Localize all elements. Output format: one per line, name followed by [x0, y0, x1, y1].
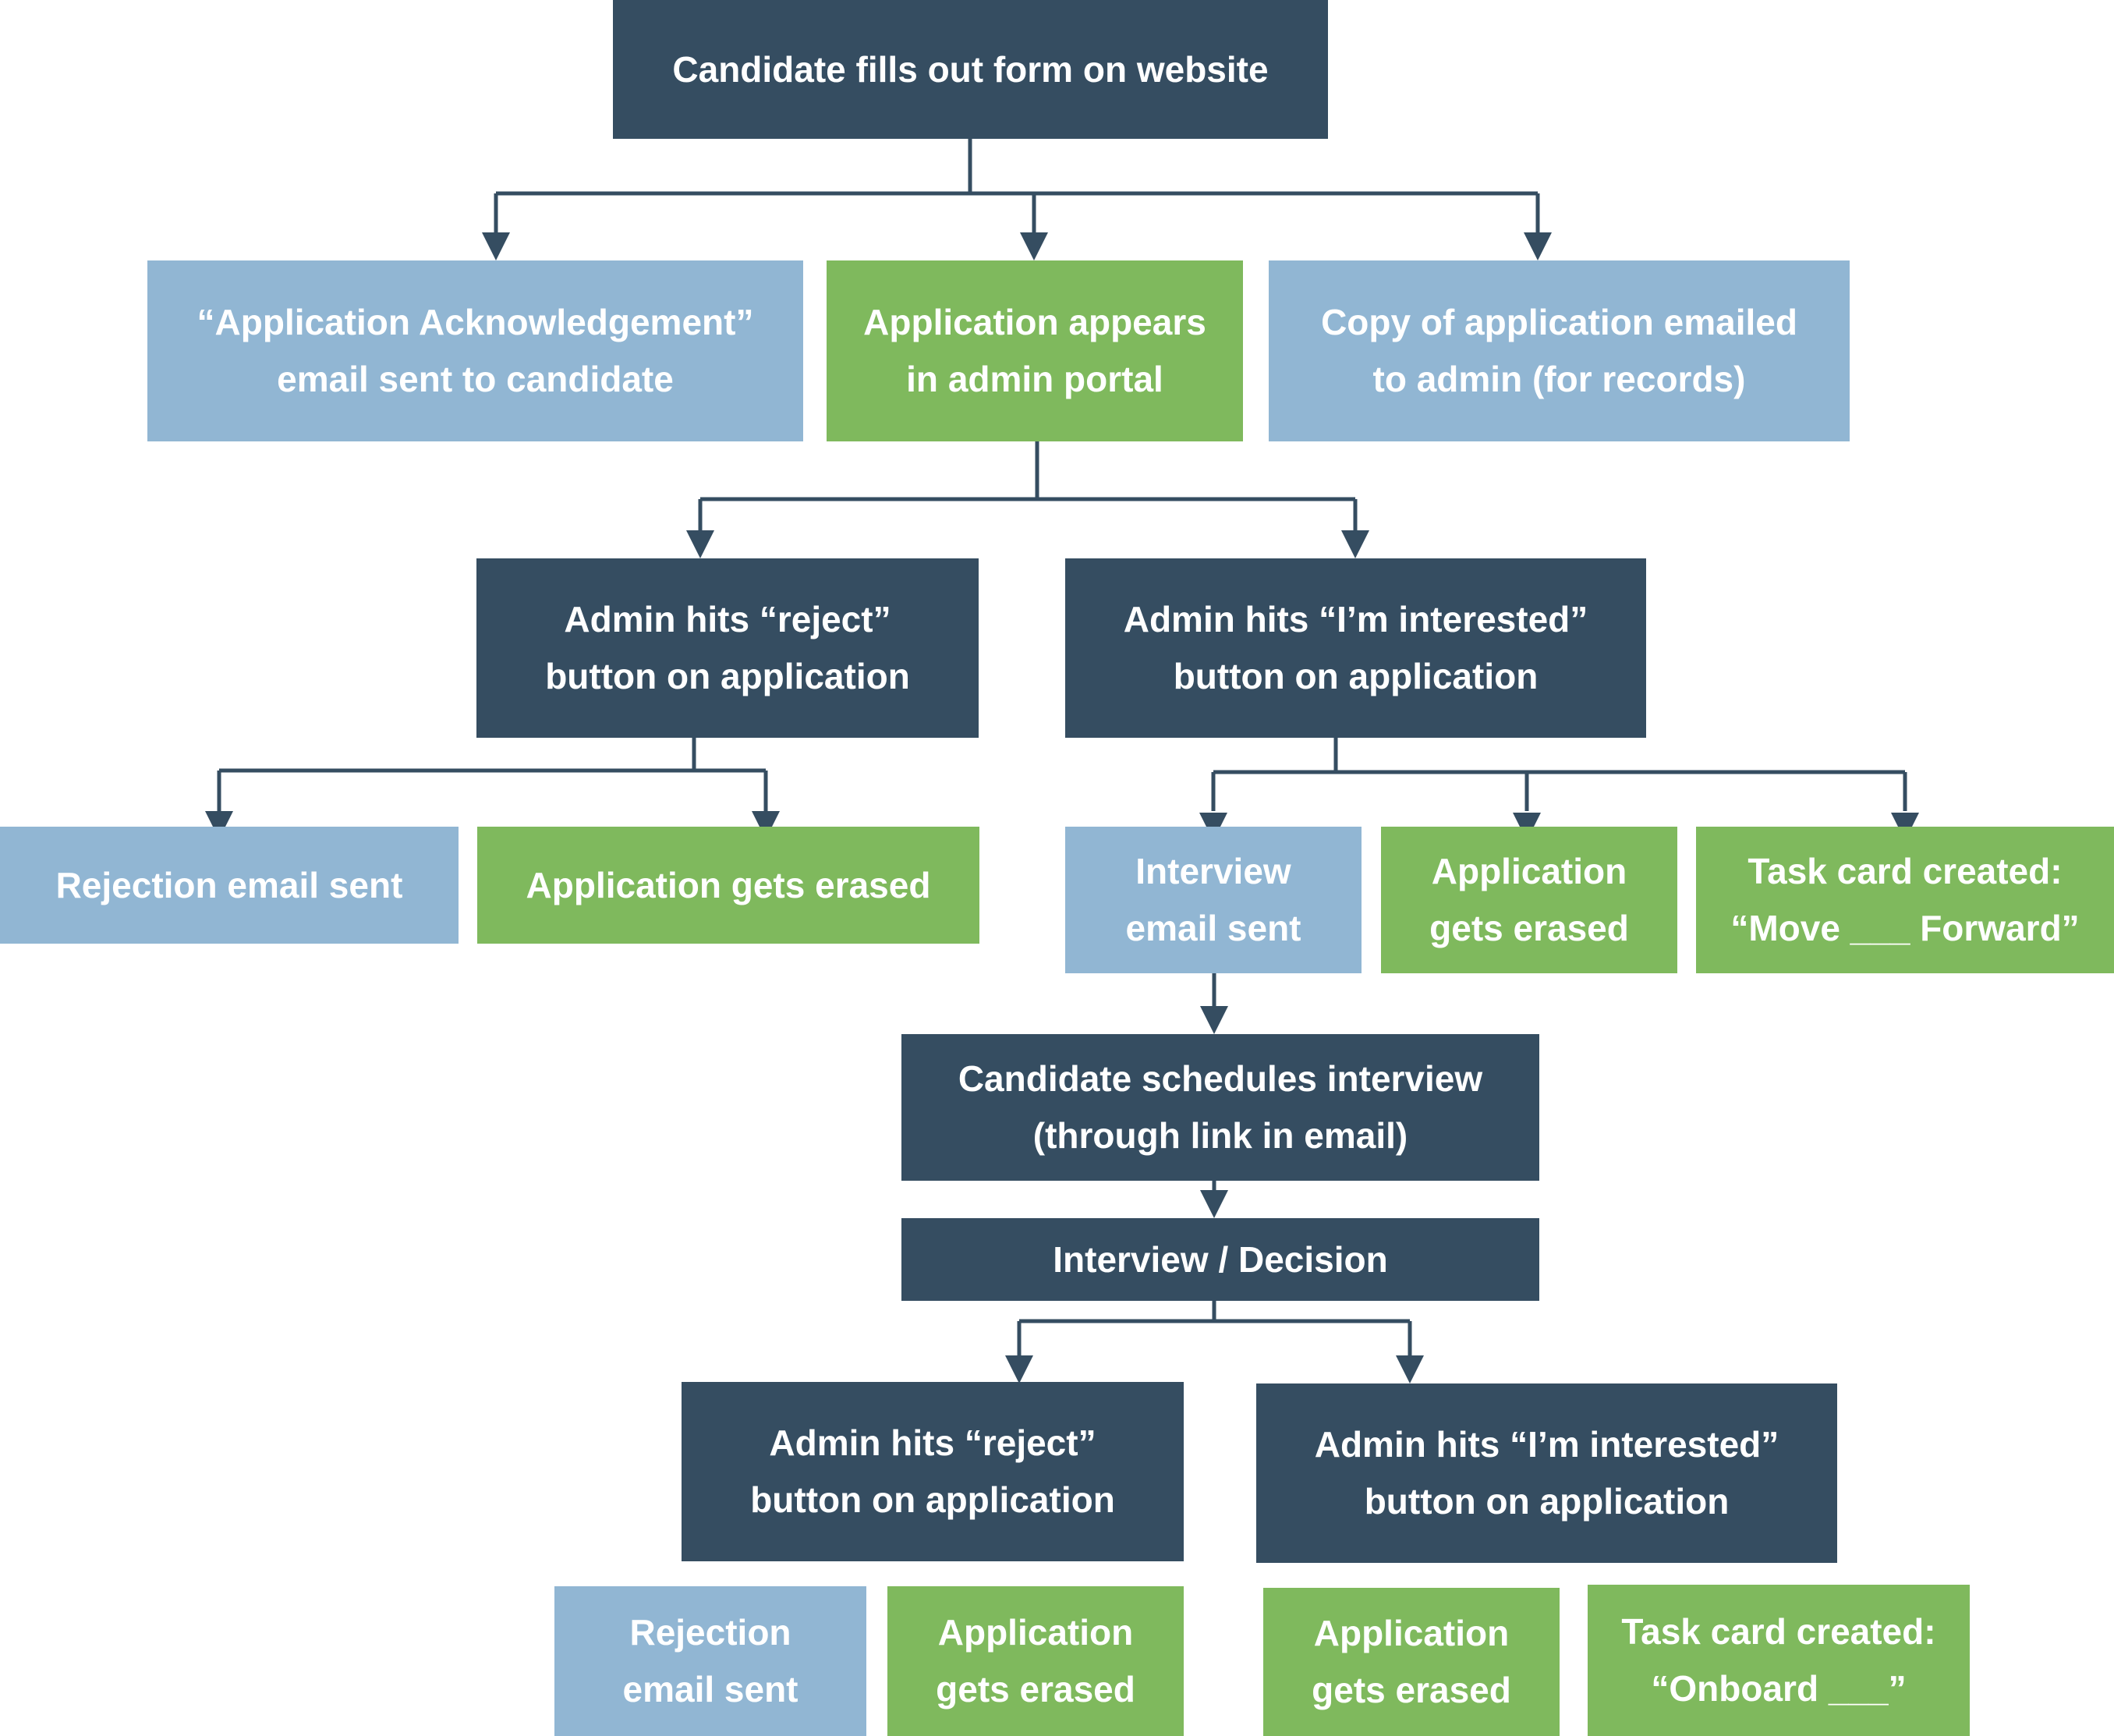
node-label-line1: Application appears: [863, 302, 1206, 342]
node-label-line2: in admin portal: [906, 359, 1163, 399]
node-label-line2: button on application: [1364, 1481, 1730, 1522]
node-label-line1: Admin hits “reject”: [769, 1422, 1096, 1463]
connector-top-split: [496, 139, 1538, 196]
node-label: Application gets erased: [526, 864, 931, 905]
node-label-line1: Application: [1313, 1613, 1510, 1653]
node-task-move-forward: Task card created: “Move ___ Forward”: [1696, 827, 2114, 973]
node-label-line1: Rejection: [629, 1612, 791, 1653]
node-schedule-interview: Candidate schedules interview (through l…: [901, 1034, 1539, 1181]
arrowhead-schedule-interview: [1200, 1006, 1228, 1034]
node-label-line1: Copy of application emailed: [1321, 302, 1797, 342]
arrowhead-rejection-email-1: [205, 811, 233, 839]
arrowhead-reject-1: [686, 530, 714, 558]
node-label-line2: gets erased: [1429, 908, 1629, 948]
node-label-line1: Admin hits “I’m interested”: [1314, 1424, 1779, 1465]
node-label-line2: email sent: [1125, 908, 1301, 948]
node-interview-decision: Interview / Decision: [901, 1218, 1539, 1301]
node-rejection-email-1: Rejection email sent: [0, 827, 459, 944]
node-label: Candidate fills out form on website: [672, 48, 1269, 90]
connector-decision-split: [1019, 1301, 1410, 1323]
node-task-onboard: Task card created: “Onboard ___”: [1588, 1585, 1970, 1736]
node-label-line1: Interview: [1135, 851, 1291, 891]
node-rejection-email-2: Rejection email sent: [554, 1586, 866, 1736]
node-label-line2: button on application: [750, 1479, 1115, 1520]
node-label-line2: (through link in email): [1032, 1115, 1408, 1156]
node-label-line1: Application: [1431, 851, 1627, 891]
node-label-line2: “Onboard ___”: [1651, 1668, 1907, 1709]
connector-interested1-split: [1213, 738, 1905, 774]
node-reject-2: Admin hits “reject” button on applicatio…: [682, 1382, 1184, 1561]
node-label-line2: “Move ___ Forward”: [1730, 908, 2080, 948]
node-erased-2: Application gets erased: [1381, 827, 1677, 973]
node-label-line1: Admin hits “I’m interested”: [1123, 599, 1588, 639]
node-erased-4: Application gets erased: [1263, 1588, 1560, 1736]
node-copy-emailed: Copy of application emailed to admin (fo…: [1269, 260, 1850, 441]
node-label-line2: to admin (for records): [1372, 359, 1746, 399]
arrowhead-reject-2: [1005, 1355, 1033, 1383]
node-label-line2: button on application: [1173, 656, 1539, 696]
node-label-line1: “Application Acknowledgement”: [197, 302, 754, 342]
node-interview-email: Interview email sent: [1065, 827, 1362, 973]
node-interested-2: Admin hits “I’m interested” button on ap…: [1256, 1383, 1837, 1563]
connector-reject1-split: [219, 738, 766, 773]
arrowhead-interested-1: [1341, 530, 1369, 558]
arrowhead-admin-portal: [1020, 232, 1048, 260]
node-label: Interview / Decision: [1053, 1238, 1388, 1280]
node-label-line2: gets erased: [936, 1669, 1135, 1709]
arrowhead-acknowledgement: [482, 232, 510, 260]
node-candidate-fills-form: Candidate fills out form on website: [613, 0, 1328, 139]
node-label-line1: Task card created:: [1748, 851, 2063, 891]
arrowhead-interview-decision: [1200, 1190, 1228, 1218]
node-label-line1: Task card created:: [1621, 1611, 1936, 1652]
node-admin-portal: Application appears in admin portal: [827, 260, 1243, 441]
node-erased-1: Application gets erased: [477, 827, 979, 944]
node-label-line1: Application: [937, 1612, 1134, 1653]
arrowhead-copy-emailed: [1524, 232, 1552, 260]
node-reject-1: Admin hits “reject” button on applicatio…: [476, 558, 979, 738]
connector-portal-split: [700, 441, 1355, 501]
arrowhead-erased-1: [752, 811, 780, 839]
node-label-line2: email sent: [622, 1669, 799, 1709]
arrowhead-interested-2: [1396, 1355, 1424, 1383]
node-interested-1: Admin hits “I’m interested” button on ap…: [1065, 558, 1646, 738]
node-erased-3: Application gets erased: [887, 1586, 1184, 1736]
node-label-line2: button on application: [545, 656, 910, 696]
node-label-line1: Admin hits “reject”: [564, 599, 891, 639]
node-label: Rejection email sent: [55, 864, 403, 905]
node-label-line2: gets erased: [1312, 1670, 1511, 1710]
node-label-line2: email sent to candidate: [277, 359, 674, 399]
node-label-line1: Candidate schedules interview: [958, 1058, 1483, 1099]
node-acknowledgement-email: “Application Acknowledgement” email sent…: [147, 260, 803, 441]
